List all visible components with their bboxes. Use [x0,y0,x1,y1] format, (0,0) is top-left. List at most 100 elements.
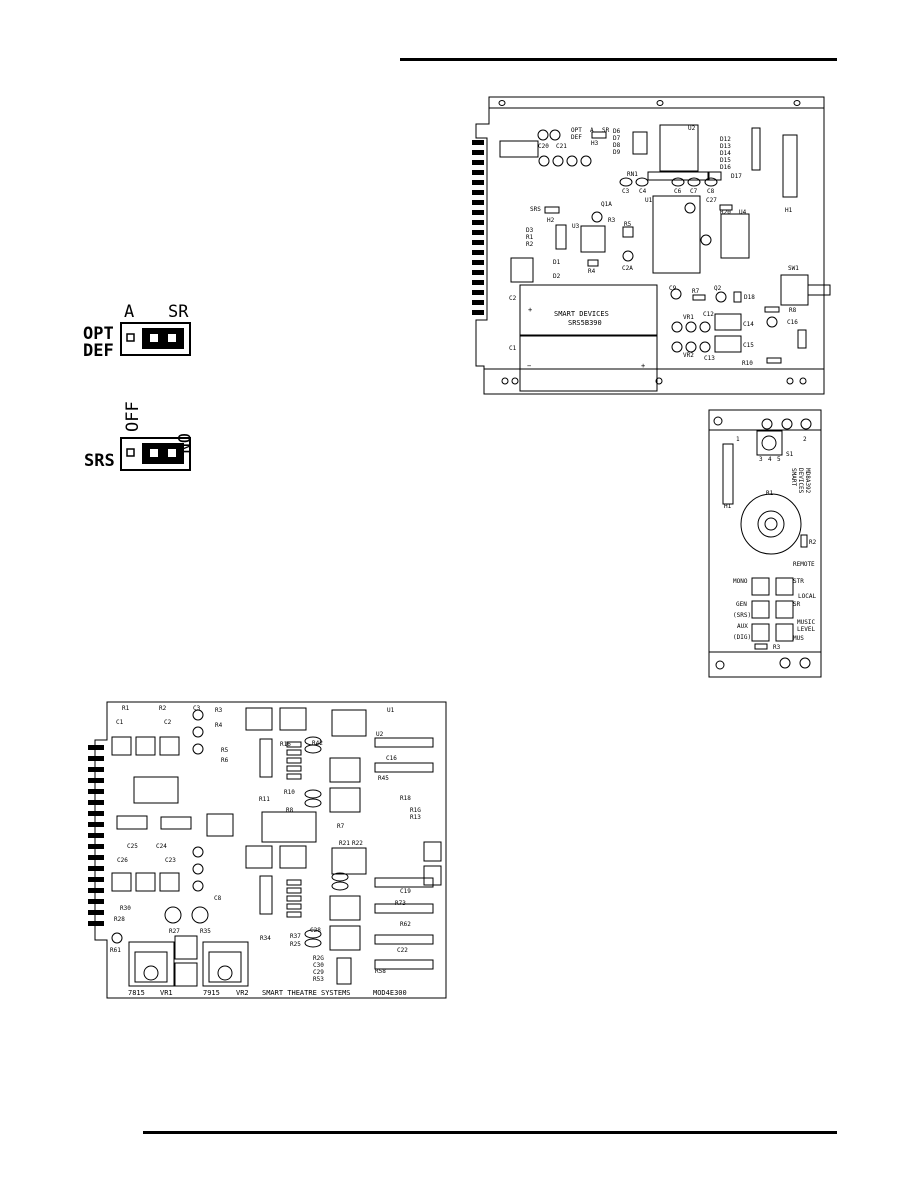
button-mono [751,577,770,596]
svg-text:DEF: DEF [571,134,582,141]
switch-sw1 [780,274,809,306]
svg-text:VR1: VR1 [683,314,694,321]
svg-text:S1: S1 [786,451,794,458]
svg-text:C15: C15 [743,342,754,349]
ic-u3 [580,225,606,253]
regulator-vr1 [128,941,175,987]
svg-text:U2: U2 [376,731,384,738]
svg-text:R1: R1 [526,234,534,241]
svg-text:(SRS): (SRS) [733,612,751,619]
jumper-off-label: OFF [123,401,143,432]
svg-text:C20: C20 [538,143,549,150]
svg-text:D9: D9 [613,149,621,156]
ic-u2 [659,124,699,172]
svg-text:D7: D7 [613,135,621,142]
svg-text:4: 4 [768,456,772,463]
svg-text:R30: R30 [120,905,131,912]
svg-text:H1: H1 [785,207,793,214]
capacitor-c1 [519,335,658,392]
svg-text:D2: D2 [553,273,561,280]
svg-text:C29: C29 [313,969,324,976]
svg-text:R5: R5 [624,221,632,228]
svg-text:C30: C30 [313,962,324,969]
svg-text:D12: D12 [720,136,731,143]
board-main-title-1: SMART DEVICES [554,310,609,318]
jumper-def-label: DEF [83,341,114,361]
svg-text:MD8A392: MD8A392 [804,468,811,494]
svg-text:R22: R22 [352,840,363,847]
svg-text:D17: D17 [731,173,742,180]
jumper-srs: OFF ON SRS [84,401,193,471]
board-side [708,409,822,678]
svg-text:R34: R34 [260,935,271,942]
button-sr [775,600,794,619]
jumper-shunt [142,328,184,349]
jumper-opt-def-outline [120,322,191,356]
svg-text:+: + [528,306,532,314]
ic-u1 [652,195,701,274]
svg-text:C1: C1 [509,345,517,352]
svg-text:C8: C8 [214,895,222,902]
svg-text:C22: C22 [397,947,408,954]
svg-text:MUSIC: MUSIC [797,619,815,626]
svg-text:MUS: MUS [793,635,804,642]
board-main [472,96,831,395]
jumper-srs-outline [120,437,191,471]
board-side-text: 1 2 S1 3 4 5 R1 H1 R2 SMART DEVICES MD8A… [724,436,817,651]
svg-text:C14: C14 [743,321,754,328]
svg-text:5: 5 [777,456,781,463]
potentiometer-r1 [740,493,802,555]
svg-text:H1: H1 [724,503,732,510]
svg-text:3: 3 [759,456,763,463]
svg-text:R45: R45 [378,775,389,782]
svg-text:D15: D15 [720,157,731,164]
svg-text:SMART: SMART [790,468,797,486]
edge-connector [472,140,484,315]
bottom-rule [143,1131,837,1134]
svg-text:−: − [527,362,531,370]
svg-text:R8: R8 [789,307,797,314]
svg-text:U1: U1 [645,197,653,204]
svg-text:D3: D3 [526,227,534,234]
button-mus [775,623,794,642]
svg-text:R1: R1 [122,705,130,712]
svg-text:U2: U2 [688,125,696,132]
svg-text:OPT: OPT [571,127,582,134]
svg-text:C3: C3 [193,705,201,712]
svg-text:2: 2 [803,436,807,443]
svg-text:C25: C25 [127,843,138,850]
footer-7915: 7915 [203,989,220,997]
svg-text:C7: C7 [690,188,698,195]
button-str [775,577,794,596]
svg-text:R28: R28 [114,916,125,923]
svg-text:R20: R20 [720,209,731,216]
footer-name: SMART THEATRE SYSTEMS [262,989,351,997]
svg-text:C4: C4 [639,188,647,195]
svg-text:D6: D6 [613,128,621,135]
svg-text:R62: R62 [400,921,411,928]
svg-text:C12: C12 [703,311,714,318]
svg-text:R8: R8 [286,807,294,814]
svg-text:R2: R2 [159,705,167,712]
svg-text:R42: R42 [312,740,323,747]
svg-text:C24: C24 [156,843,167,850]
svg-text:SR: SR [602,127,610,134]
svg-text:D8: D8 [613,142,621,149]
board-main-text: SMART DEVICES SRS5B390 + − + OPT A SR DE… [509,125,799,370]
board-main-outline [475,96,825,395]
svg-text:C2A: C2A [622,265,633,272]
svg-text:C19: C19 [400,888,411,895]
svg-text:C8: C8 [707,188,715,195]
jumper-srs-label: SRS [84,451,115,471]
jumper-pin-open [126,333,135,342]
svg-text:C6: C6 [674,188,682,195]
svg-text:R4: R4 [588,268,596,275]
svg-text:C21: C21 [556,143,567,150]
top-rule [400,58,837,61]
jumper-opt-def: A SR OPT DEF [83,302,191,361]
jumper-opt-label: OPT [83,324,114,344]
svg-text:R73: R73 [395,900,406,907]
svg-text:C16: C16 [787,319,798,326]
switch-s1 [756,430,783,456]
